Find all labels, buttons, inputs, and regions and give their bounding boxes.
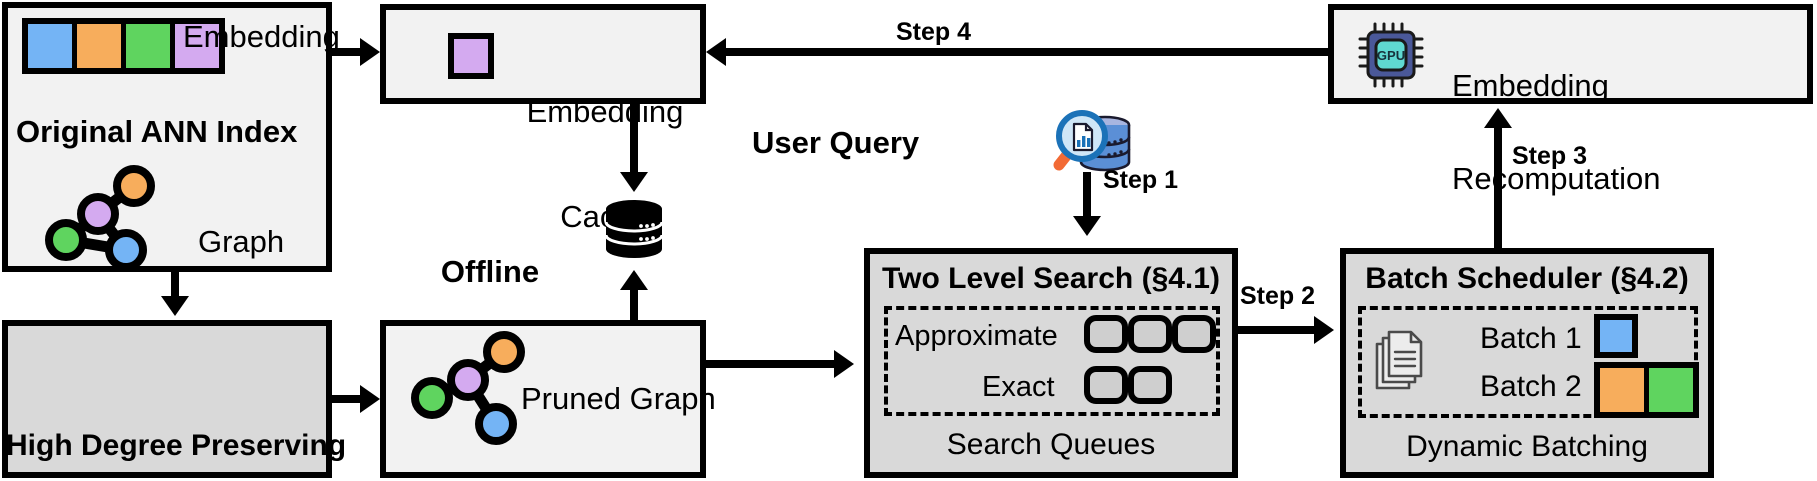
arrow-step1-line	[1083, 172, 1091, 224]
step1-label: Step 1	[1103, 166, 1179, 194]
search-slot-approx-1[interactable]	[1084, 315, 1128, 353]
arrow-prunedgraph-to-storage-line	[630, 290, 638, 320]
embedding-chip-purple	[175, 24, 219, 68]
search-slot-exact-2[interactable]	[1128, 366, 1172, 404]
two-level-search-box	[864, 248, 1238, 478]
pruned-graph-svg	[411, 331, 525, 445]
recomputation-server-line2: Recomputation	[1452, 161, 1661, 196]
arrow-step3-head	[1484, 108, 1512, 128]
dynamic-batching-footer: Dynamic Batching	[1406, 430, 1648, 463]
embedding-cache-chip	[448, 33, 494, 79]
arrow-step2-head	[1314, 316, 1334, 344]
arrow-cache-to-storage-line	[630, 104, 638, 178]
search-slot-approx-2[interactable]	[1128, 315, 1172, 353]
arrow-prunedgraph-to-search-head	[834, 350, 854, 378]
graph-pruning-line1: High Degree Preserving	[6, 429, 347, 462]
arrow-pruning-to-prunedgraph-line	[332, 395, 362, 403]
batch-2-chip-strip	[1594, 362, 1699, 418]
search-row-approximate-label: Approximate	[895, 320, 1058, 352]
batch-2-chip-orange	[1600, 368, 1644, 412]
database-cylinder-icon	[604, 200, 664, 258]
step3-label: Step 3	[1512, 142, 1588, 170]
step4-label: Step 4	[896, 18, 972, 46]
arrow-cache-to-storage-head	[620, 172, 648, 192]
arrow-prunedgraph-to-storage-head	[620, 270, 648, 290]
search-queues-footer: Search Queues	[946, 428, 1156, 461]
step2-label: Step 2	[1240, 282, 1316, 310]
search-slot-exact-1[interactable]	[1084, 366, 1128, 404]
embedding-cache-line1: Embedding	[526, 94, 684, 130]
gpu-icon-text: GPU	[1377, 48, 1405, 63]
arrow-index-to-cache-head	[360, 38, 380, 66]
batch-2-label: Batch 2	[1480, 370, 1582, 403]
arrow-index-to-pruning-head	[161, 296, 189, 316]
graph-pruning-box	[2, 320, 332, 478]
embedding-chip-blue	[28, 24, 72, 68]
arrow-pruning-to-prunedgraph-head	[360, 385, 380, 413]
search-row-exact-label: Exact	[982, 371, 1055, 403]
embedding-cache-box	[380, 4, 706, 104]
arrow-step4-line	[726, 48, 1328, 56]
gpu-chip-icon: GPU	[1358, 22, 1424, 88]
arrow-index-to-cache-line	[332, 48, 362, 56]
embedding-chip-orange	[77, 24, 121, 68]
arrow-step4-head	[706, 38, 726, 66]
graph-pruning-title: High Degree Preserving Graph Pruning (§5…	[6, 336, 347, 481]
user-query-label: User Query	[752, 125, 920, 160]
arrow-step2-line	[1238, 326, 1318, 334]
batch-scheduler-title: Batch Scheduler (§4.2)	[1365, 262, 1689, 295]
offline-storage-line1: Offline	[440, 254, 540, 289]
two-level-search-title: Two Level Search (§4.1)	[882, 262, 1220, 295]
arrow-step1-head	[1073, 216, 1101, 236]
embedding-chip-strip	[22, 18, 225, 74]
search-queues-dashed-box	[884, 306, 1220, 416]
batch-1-label: Batch 1	[1480, 322, 1582, 355]
search-slot-approx-3[interactable]	[1172, 315, 1216, 353]
graph-label: Graph	[198, 224, 285, 259]
arrow-step3-line	[1494, 128, 1502, 250]
original-ann-index-title: Original ANN Index	[16, 114, 298, 149]
embedding-label: Embedding	[183, 19, 340, 54]
batch-1-chip-blue	[1594, 314, 1638, 358]
recomputation-server-line1: Embedding	[1452, 68, 1609, 103]
arrow-prunedgraph-to-search-line	[706, 360, 836, 368]
embedding-chip-green	[126, 24, 170, 68]
query-database-search-icon	[1053, 110, 1131, 172]
batch-2-chip-green	[1649, 368, 1693, 412]
documents-stack-icon	[1375, 330, 1423, 390]
arrow-index-to-pruning-line	[171, 272, 179, 302]
original-index-graph	[45, 165, 155, 271]
pruned-graph-label: Pruned Graph	[521, 381, 716, 416]
